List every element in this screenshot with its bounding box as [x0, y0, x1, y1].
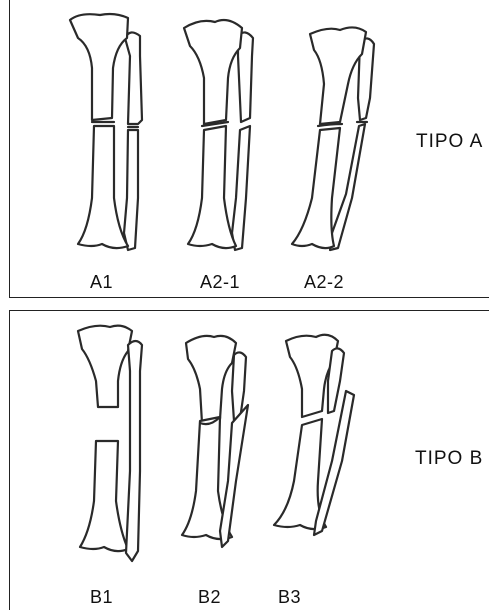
label-a2-1: A2-1: [200, 272, 240, 293]
bone-b2: [182, 336, 248, 547]
label-b3: B3: [278, 587, 301, 608]
bone-a2-2: [292, 27, 374, 250]
bone-a1: [70, 14, 142, 250]
label-b1: B1: [90, 587, 113, 608]
bone-a2-1: [184, 20, 253, 250]
label-a2-2: A2-2: [304, 272, 344, 293]
type-label-a: TIPO A: [416, 131, 483, 153]
panel-tipo-b: B1 B2 B3 TIPO B: [9, 310, 489, 610]
label-a1: A1: [90, 272, 113, 293]
label-b2: B2: [198, 587, 221, 608]
type-label-b: TIPO B: [415, 448, 483, 470]
panel-tipo-a: A1 A2-1 A2-2 TIPO A: [9, 0, 489, 298]
bone-b3: [274, 335, 354, 535]
bone-b1: [78, 326, 142, 561]
